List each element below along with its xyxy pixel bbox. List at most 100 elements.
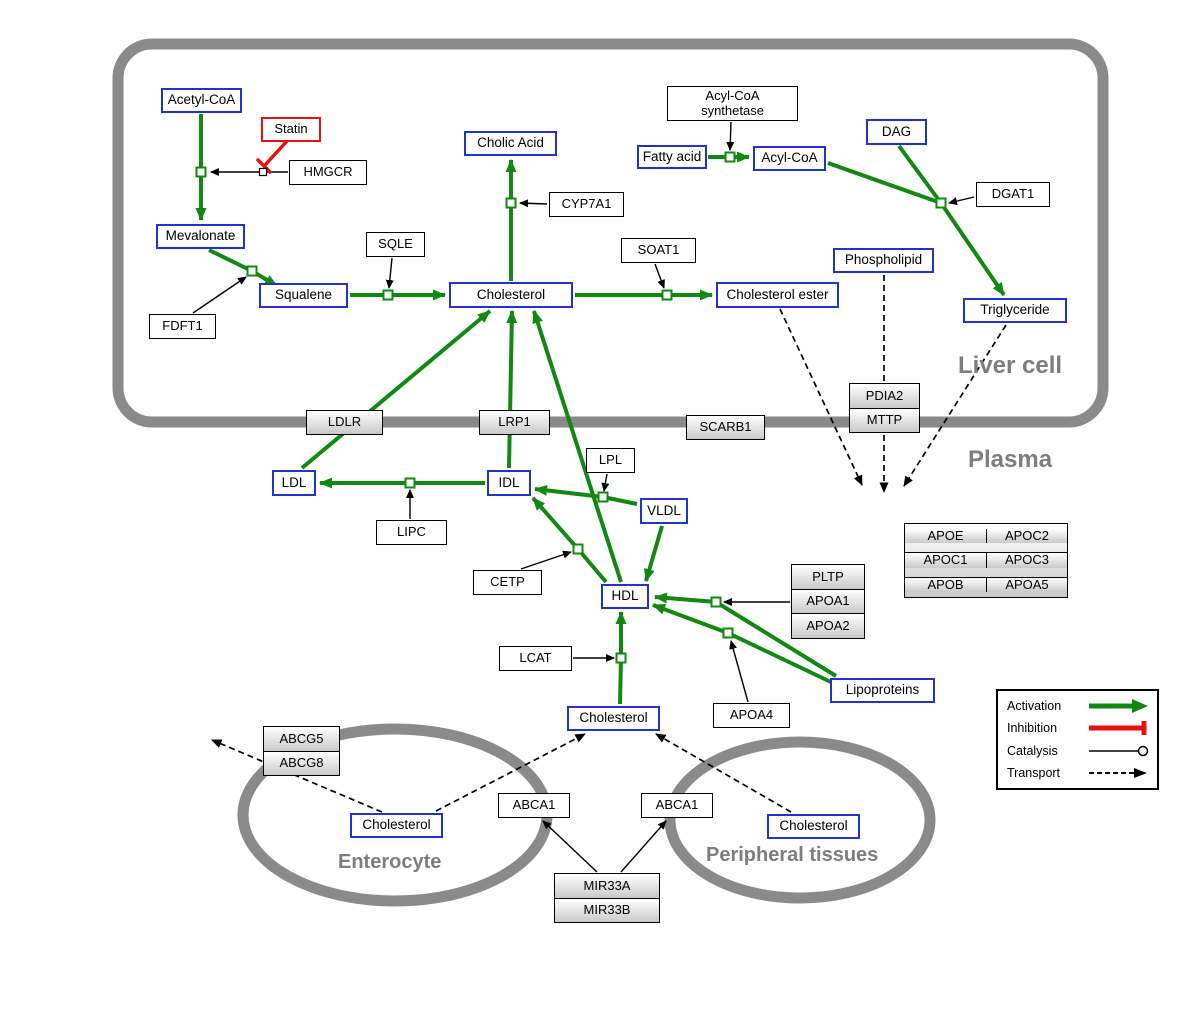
node-hdl[interactable]: HDL [601, 584, 649, 609]
table-cell[interactable]: APOC2 [986, 528, 1067, 543]
reaction-port [382, 289, 394, 301]
activation-arrow-icon [1089, 699, 1148, 714]
node-lcat[interactable]: LCAT [499, 646, 572, 671]
node-apoa4[interactable]: APOA4 [713, 703, 790, 728]
mir33-to-abca1-peripheral [620, 820, 667, 873]
node-lipc[interactable]: LIPC [376, 520, 447, 545]
inhibition-tbar-icon [1089, 721, 1147, 736]
node-fdft1[interactable]: FDFT1 [149, 314, 216, 339]
node-cholesterol-enterocyte[interactable]: Cholesterol [350, 813, 443, 838]
transport-enterocyte-cholesterol-to-plasma [435, 733, 586, 812]
stack-row[interactable]: PDIA2 [850, 384, 919, 408]
activation-dag-to-dgat-junction [897, 144, 943, 205]
node-dgat1[interactable]: DGAT1 [976, 182, 1050, 207]
node-fatty-acid[interactable]: Fatty acid [637, 145, 707, 169]
node-mevalonate[interactable]: Mevalonate [156, 224, 245, 249]
inhibition-edge [256, 139, 289, 174]
node-triglyceride[interactable]: Triglyceride [963, 298, 1067, 323]
node-lpl[interactable]: LPL [586, 448, 635, 473]
legend-label-activation: Activation [1007, 699, 1062, 714]
node-acetyl-coa[interactable]: Acetyl-CoA [161, 88, 242, 113]
dgat1-catalysis [948, 196, 975, 206]
node-cholesterol-peripheral[interactable]: Cholesterol [767, 814, 860, 839]
stack-row[interactable]: PLTP [792, 565, 864, 589]
node-sqle[interactable]: SQLE [366, 232, 425, 257]
stack-row[interactable]: MIR33A [555, 874, 659, 898]
node-cholesterol-liver[interactable]: Cholesterol [449, 282, 573, 308]
transport-triglyceride-to-plasma [903, 324, 1007, 487]
table-cell[interactable]: APOB [905, 577, 986, 593]
node-cholesterol-ester[interactable]: Cholesterol ester [716, 282, 839, 308]
table-cell[interactable]: APOA5 [986, 577, 1067, 593]
activation-mevalonate-to-squalene [208, 248, 279, 288]
reaction-port [572, 543, 584, 555]
node-cyp7a1[interactable]: CYP7A1 [549, 192, 624, 217]
soat1-catalysis [654, 263, 665, 289]
transport-cholesterol-ester-to-plasma [779, 308, 863, 486]
node-abca1-peripheral[interactable]: ABCA1 [641, 793, 713, 818]
sqle-catalysis [385, 257, 394, 289]
activation-hdl-to-liver-cholesterol [532, 310, 623, 583]
node-lrp1[interactable]: LRP1 [479, 410, 550, 435]
reaction-port [935, 197, 947, 209]
legend-row-inhibition: Inhibition [1007, 720, 1151, 736]
legend-row-catalysis: Catalysis [1007, 743, 1151, 759]
node-lipoproteins[interactable]: Lipoproteins [830, 678, 935, 703]
statin-inhibits-hmgcr-bar [256, 158, 272, 174]
reaction-port [722, 627, 734, 639]
reaction-port [246, 265, 258, 277]
stack-row[interactable]: MTTP [850, 407, 919, 432]
activation-vldl-to-idl [534, 484, 638, 506]
table-cell[interactable]: APOE [905, 528, 986, 543]
node-ldl[interactable]: LDL [272, 470, 316, 496]
compartment-liver-cell [112, 38, 1109, 428]
node-soat1[interactable]: SOAT1 [621, 238, 696, 263]
stack-row[interactable]: ABCG8 [264, 750, 339, 775]
stack-row[interactable]: ABCG5 [264, 727, 339, 751]
node-abca1-enterocyte[interactable]: ABCA1 [498, 793, 570, 818]
stack-row[interactable]: APOA1 [792, 588, 864, 614]
transport-peripheral-cholesterol-to-plasma [655, 733, 792, 813]
table-cell[interactable]: APOC3 [986, 552, 1067, 568]
stack-row[interactable]: APOA2 [792, 613, 864, 639]
node-statin[interactable]: Statin [261, 117, 321, 142]
legend-row-activation: Activation [1007, 698, 1151, 714]
legend-label-catalysis: Catalysis [1007, 743, 1058, 758]
cetp-catalysis [520, 550, 572, 570]
stack-row[interactable]: MIR33B [555, 897, 659, 922]
node-hmgcr[interactable]: HMGCR [289, 160, 367, 185]
node-acyl-coa[interactable]: Acyl-CoA [753, 146, 826, 171]
node-idl[interactable]: IDL [487, 470, 531, 496]
reaction-port [597, 491, 609, 503]
node-dag[interactable]: DAG [866, 119, 927, 145]
node-cholesterol-plasma[interactable]: Cholesterol [567, 706, 660, 731]
activation-edges [195, 114, 1006, 705]
lpl-catalysis [601, 473, 610, 492]
activation-idl-to-liver-cholesterol [506, 310, 518, 469]
mir33-to-abca1-enterocyte [542, 820, 598, 873]
peripheral-tissues-label: Peripheral tissues [706, 844, 879, 866]
node-vldl[interactable]: VLDL [640, 498, 688, 524]
activation-vldl-to-hdl [644, 525, 664, 582]
node-phospholipid[interactable]: Phospholipid [833, 248, 934, 273]
node-squalene[interactable]: Squalene [259, 283, 348, 308]
inhibition-port [258, 167, 268, 177]
node-cholic-acid[interactable]: Cholic Acid [464, 131, 557, 156]
activation-acyl-coa-to-dgat-junction [827, 161, 942, 205]
reaction-port [615, 652, 627, 664]
reaction-port [710, 596, 722, 608]
table-cell[interactable]: APOC1 [905, 552, 986, 568]
node-scarb1[interactable]: SCARB1 [686, 415, 765, 440]
catalysis-edges [192, 121, 975, 873]
node-ldlr[interactable]: LDLR [306, 410, 383, 435]
node-cetp[interactable]: CETP [473, 570, 542, 595]
legend-row-transport: Transport [1007, 765, 1151, 781]
node-label-line: synthetase [701, 102, 764, 118]
